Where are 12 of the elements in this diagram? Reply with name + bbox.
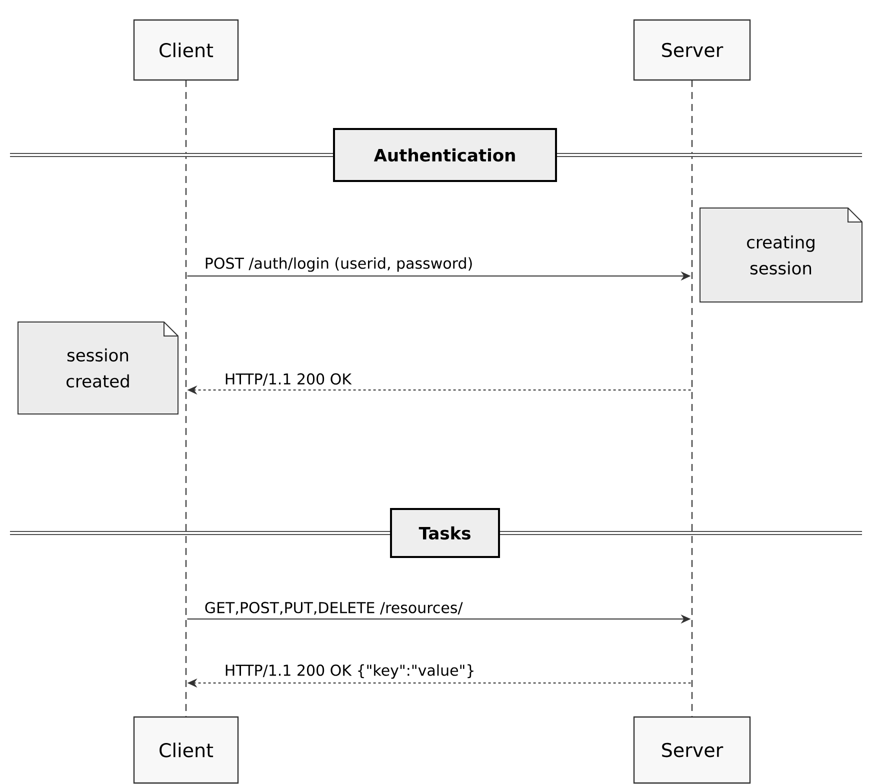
participant-box: Server (633, 19, 751, 81)
note-box: creating session (700, 208, 862, 302)
message-label: POST /auth/login (userid, password) (203, 256, 474, 273)
participant-box: Client (133, 19, 239, 81)
note-box: session created (18, 322, 178, 414)
lifeline (185, 80, 187, 717)
message-label: HTTP/1.1 200 OK (223, 372, 352, 387)
participant-box: Client (133, 716, 239, 784)
participant-box: Server (633, 716, 751, 784)
message-label: GET,POST,PUT,DELETE /resources/ (203, 600, 464, 616)
message-label: HTTP/1.1 200 OK {"key":"value"} (223, 663, 476, 680)
lifeline (691, 80, 693, 717)
